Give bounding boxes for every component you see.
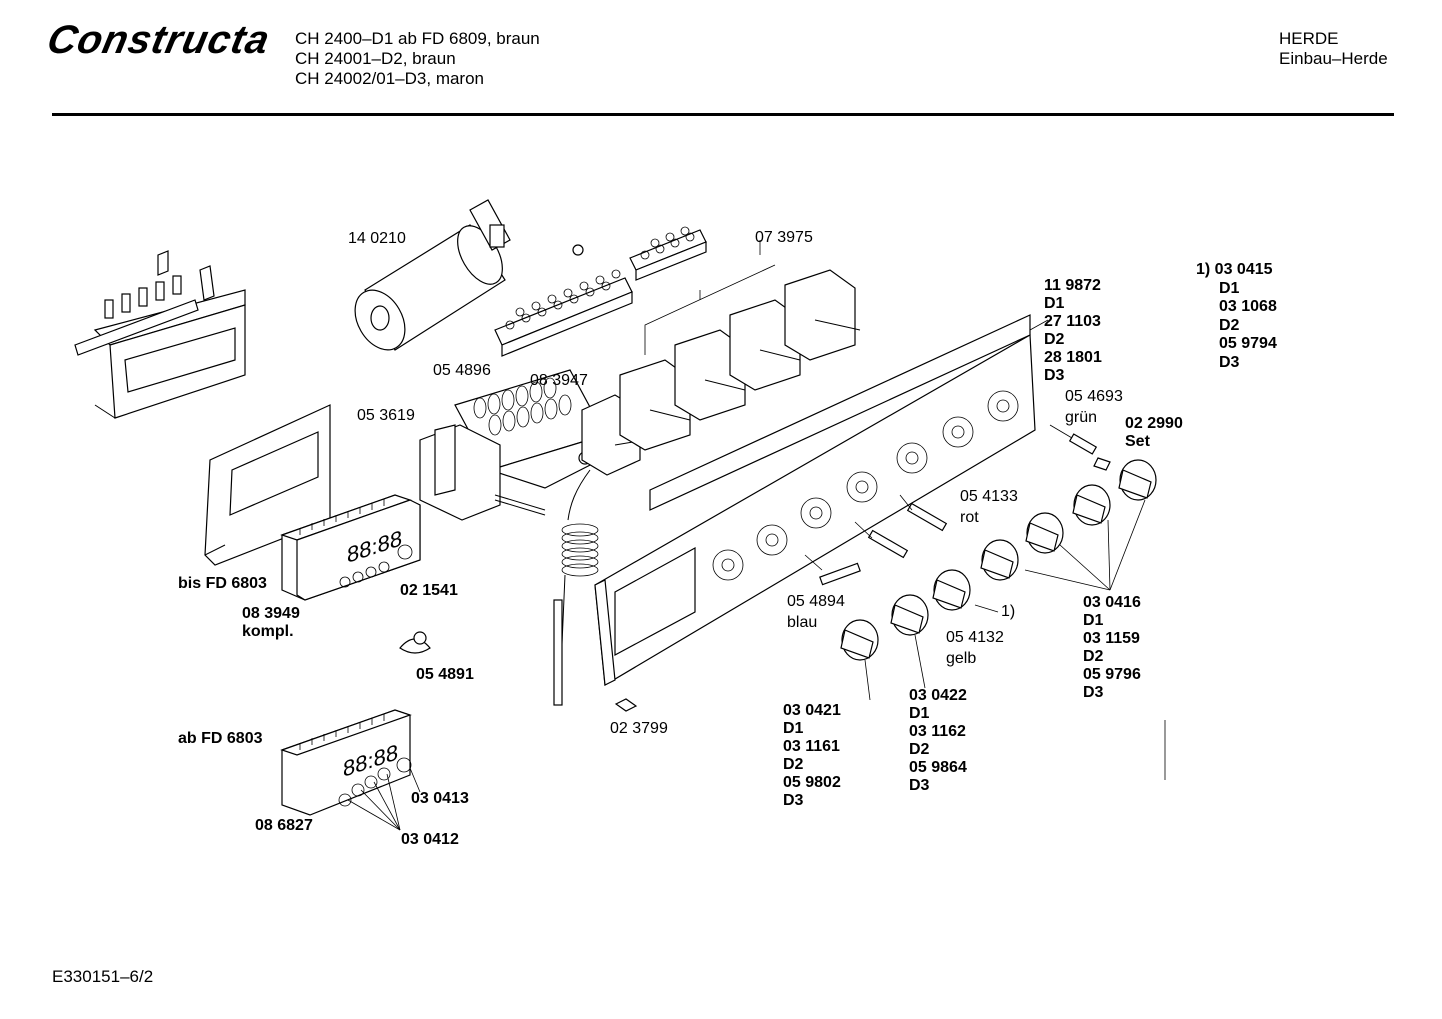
terminal-strips [494,226,707,357]
model-line-1: CH 2400–D1 ab FD 6809, braun [295,29,540,48]
model-list: CH 2400–D1 ab FD 6809, braun CH 24001–D2… [295,29,540,89]
label-021541: 02 1541 [400,582,458,599]
model-line-2: CH 24001–D2, braun [295,49,456,68]
label-083947: 08 3947 [530,372,588,389]
terminal-bracket [74,250,246,419]
label-086827: 08 6827 [255,817,313,834]
subcategory: Einbau–Herde [1279,49,1388,68]
label-054133: 05 4133 [960,488,1018,505]
label-054891: 05 4891 [416,666,474,683]
footer-code: E330151–6/2 [52,967,154,986]
label-bis-fd: bis FD 6803 [178,575,267,592]
category: HERDE [1279,29,1339,48]
label-ab-fd: ab FD 6803 [178,730,263,747]
rotary-switch [419,424,546,521]
clock-timer-lower [280,709,421,831]
label-054693: 05 4693 [1065,388,1123,405]
label-mark-1: 1) [1001,603,1016,620]
label-rot: rot [960,509,979,526]
label-140210: 14 0210 [348,230,406,247]
model-line-3: CH 24002/01–D3, maron [295,69,485,88]
label-053619: 05 3619 [357,407,415,424]
label-blau: blau [787,614,818,631]
control-knobs [840,459,1157,701]
clock-timer-upper [204,404,421,601]
energy-regulators [619,240,861,451]
control-panel [594,314,1049,686]
label-030413: 03 0413 [411,790,469,807]
label-gelb: gelb [946,650,977,667]
header-rule [52,113,1394,116]
indicator-lamps [804,424,1111,586]
label-073975: 07 3975 [755,229,813,246]
label-054132: 05 4132 [946,629,1004,646]
label-gruen: grün [1065,409,1098,426]
note-1: 1) 03 0415 D1 03 1068 D2 05 9794 D3 [1196,261,1277,371]
category-block: HERDE Einbau–Herde [1279,29,1388,69]
small-parts [399,631,1166,780]
label-054894: 05 4894 [787,593,845,610]
label-054896: 05 4896 [433,362,491,379]
label-030412: 03 0412 [401,831,459,848]
capacitor [354,199,511,351]
label-023799: 02 3799 [610,720,668,737]
